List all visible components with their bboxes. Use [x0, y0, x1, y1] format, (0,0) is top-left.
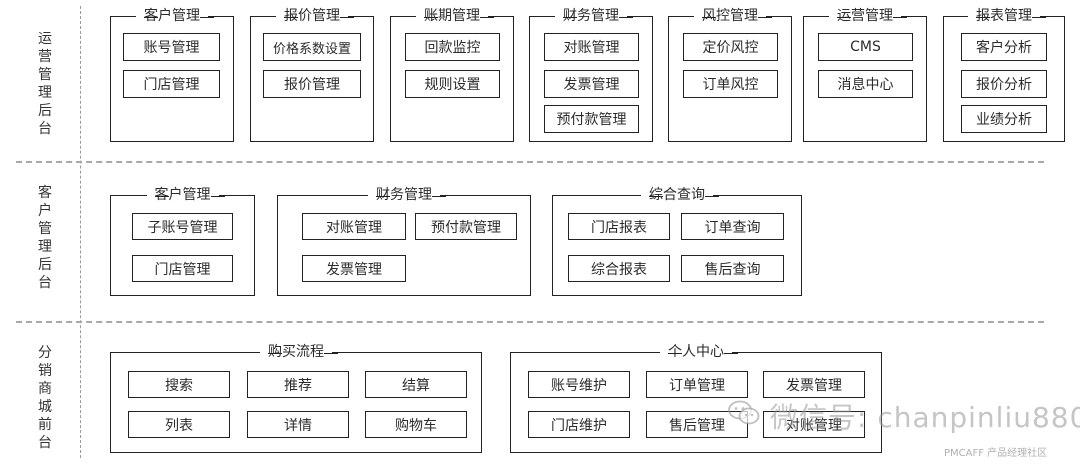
module-customer-analysis[interactable]: 客户分析	[961, 33, 1047, 61]
module-quote-analysis[interactable]: 报价分析	[961, 70, 1047, 98]
module-prepayment[interactable]: 预付款管理	[544, 105, 639, 133]
group-title: 客户管理	[111, 186, 254, 204]
module-search[interactable]: 搜索	[128, 371, 230, 398]
module-cms[interactable]: CMS	[818, 33, 913, 61]
module-pricing-risk[interactable]: 定价风控	[683, 33, 778, 61]
vertical-divider	[80, 6, 81, 458]
group-ops-credit-mgmt: 账期管理 回款监控 规则设置	[390, 8, 514, 142]
module-account-mgmt[interactable]: 账号管理	[123, 33, 220, 61]
group-title: 个人中心	[511, 343, 881, 361]
module-checkout[interactable]: 结算	[365, 371, 467, 398]
module-after-sales-query[interactable]: 售后查询	[681, 255, 784, 282]
watermark-wechat-id: 微信号: chanpinliu880	[770, 401, 1080, 434]
module-cart[interactable]: 购物车	[365, 411, 467, 438]
module-list[interactable]: 列表	[128, 411, 230, 438]
module-reconciliation[interactable]: 对账管理	[302, 213, 406, 240]
group-title: 账期管理	[391, 7, 513, 25]
module-invoice[interactable]: 发票管理	[302, 255, 406, 282]
module-performance-analysis[interactable]: 业绩分析	[961, 105, 1047, 133]
module-invoice[interactable]: 发票管理	[544, 70, 639, 98]
module-order-mgmt[interactable]: 订单管理	[646, 371, 748, 398]
group-title: 综合查询	[553, 186, 801, 204]
group-ops-customer-mgmt: 客户管理 账号管理 门店管理	[110, 8, 234, 142]
group-customer-finance-mgmt: 财务管理 对账管理 预付款管理 发票管理	[277, 187, 531, 296]
group-title: 报价管理	[251, 7, 373, 25]
module-store-maintenance[interactable]: 门店维护	[528, 411, 630, 438]
module-order-query[interactable]: 订单查询	[681, 213, 784, 240]
module-quote-mgmt[interactable]: 报价管理	[263, 70, 361, 98]
group-title: 运营管理	[804, 7, 926, 25]
module-sub-account-mgmt[interactable]: 子账号管理	[132, 213, 233, 240]
section-divider-2	[16, 321, 1044, 323]
group-customer-customer-mgmt: 客户管理 子账号管理 门店管理	[110, 187, 255, 296]
group-title: 购买流程	[111, 343, 481, 361]
group-ops-report-mgmt: 报表管理 客户分析 报价分析 业绩分析	[943, 8, 1065, 142]
group-title: 财务管理	[530, 7, 652, 25]
module-recommend[interactable]: 推荐	[247, 371, 349, 398]
module-store-mgmt[interactable]: 门店管理	[123, 70, 220, 98]
wechat-icon	[728, 400, 760, 425]
section-label-customer-admin: 客户管理后台	[38, 185, 52, 291]
section-divider-1	[16, 161, 1044, 163]
section-label-distribution-mall: 分销商城前台	[38, 345, 52, 451]
group-ops-operations-mgmt: 运营管理 CMS 消息中心	[803, 8, 927, 142]
group-title: 客户管理	[111, 7, 233, 25]
group-customer-query: 综合查询 门店报表 订单查询 综合报表 售后查询	[552, 187, 802, 296]
module-comprehensive-report[interactable]: 综合报表	[568, 255, 670, 282]
module-store-report[interactable]: 门店报表	[568, 213, 670, 240]
module-account-maintenance[interactable]: 账号维护	[528, 371, 630, 398]
module-prepayment[interactable]: 预付款管理	[415, 213, 517, 240]
group-title: 报表管理	[944, 7, 1064, 25]
module-invoice-mgmt[interactable]: 发票管理	[763, 371, 865, 398]
module-reconciliation-mgmt[interactable]: 对账管理	[763, 411, 865, 438]
section-label-ops-admin: 运营管理后台	[38, 31, 52, 137]
group-ops-finance-mgmt: 财务管理 对账管理 发票管理 预付款管理	[529, 8, 653, 142]
module-store-mgmt[interactable]: 门店管理	[132, 255, 233, 282]
group-mall-purchase-flow: 购买流程 搜索 推荐 结算 列表 详情 购物车	[110, 344, 482, 453]
module-message-center[interactable]: 消息中心	[818, 70, 913, 98]
module-rule-settings[interactable]: 规则设置	[405, 70, 500, 98]
group-ops-risk-mgmt: 风控管理 定价风控 订单风控	[668, 8, 792, 142]
group-mall-personal-center: 个人中心 账号维护 订单管理 发票管理 门店维护 售后管理 对账管理	[510, 344, 882, 453]
module-price-coefficient[interactable]: 价格系数设置	[263, 33, 361, 61]
module-payment-monitor[interactable]: 回款监控	[405, 33, 500, 61]
group-ops-quote-mgmt: 报价管理 价格系数设置 报价管理	[250, 8, 374, 142]
group-title: 风控管理	[669, 7, 791, 25]
module-detail[interactable]: 详情	[247, 411, 349, 438]
watermark-source: PMCAFF 产品经理社区	[944, 448, 1048, 459]
module-reconciliation[interactable]: 对账管理	[544, 33, 639, 61]
module-order-risk[interactable]: 订单风控	[683, 70, 778, 98]
group-title: 财务管理	[278, 186, 530, 204]
